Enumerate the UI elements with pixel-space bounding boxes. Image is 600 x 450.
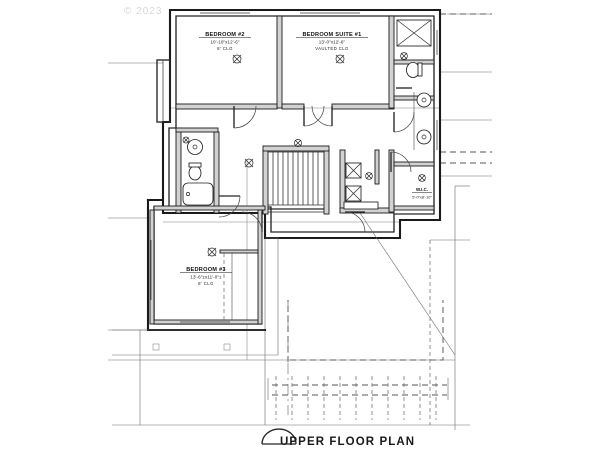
light-hall-bath [182, 136, 190, 144]
wic-name: W.I.C. [416, 187, 428, 192]
hall-bathroom-fixtures [182, 139, 214, 206]
deck-footing-hatch [267, 376, 449, 420]
light-bedroom-suite [335, 54, 345, 64]
copyright-watermark: © 2023 [124, 6, 162, 17]
stairway [267, 151, 325, 213]
light-bedroom-3 [207, 247, 217, 257]
laundry-appliances [343, 162, 379, 210]
master-bath-sink-upper [416, 92, 432, 108]
page-title: UPPER FLOOR PLAN [280, 436, 415, 448]
wic-dimensions: 5'-0"x8'-10" [412, 195, 432, 200]
label-walk-in-closet: W.I.C. 5'-0"x8'-10" [412, 187, 432, 200]
hall-bath-toilet [188, 165, 202, 181]
light-bedroom-2 [232, 54, 242, 64]
bedroom-2-dimensions: 10'-10"x12'-6" [210, 40, 239, 45]
bedroom-3-name: BEDROOM #3 [186, 267, 226, 273]
label-bedroom-2: BEDROOM #2 10'-10"x12'-6" 8' CLG [199, 32, 251, 51]
master-bath-sink-lower [416, 129, 432, 145]
light-landing [365, 172, 373, 180]
bedroom-suite-1-name: BEDROOM SUITE #1 [302, 32, 361, 38]
room-labels: BEDROOM #2 10'-10"x12'-6" 8' CLG BEDROOM… [180, 32, 432, 286]
doors [218, 105, 415, 233]
bedroom-2-name: BEDROOM #2 [205, 32, 245, 38]
bedroom-3-ceiling: 8' CLG [198, 281, 214, 286]
light-hall [244, 158, 254, 168]
windows [150, 12, 438, 323]
label-bedroom-3: BEDROOM #3 13'-6"±x11'-0"± 8' CLG [180, 267, 232, 286]
master-bathroom-fixtures [396, 19, 432, 150]
hall-bath-sink [187, 139, 203, 155]
plan-title-block: UPPER FLOOR PLAN [261, 428, 415, 448]
ceiling-fixtures [182, 52, 426, 257]
porch-roof-outline [112, 185, 470, 426]
bedroom-3-dimensions: 13'-6"±x11'-0"± [190, 275, 222, 280]
light-wic [418, 174, 426, 182]
dimension-lines [108, 13, 492, 430]
label-bedroom-suite-1: BEDROOM SUITE #1 13'-0"x12'-6" VAULTED C… [296, 32, 368, 51]
master-bath-toilet [406, 62, 420, 78]
hall-bath-tub [182, 182, 214, 206]
bedroom-2-ceiling: 8' CLG [217, 46, 233, 51]
section-arc-symbol [261, 428, 297, 445]
bedroom-suite-1-ceiling: VAULTED CLG [315, 46, 349, 51]
bedroom-suite-1-dimensions: 13'-0"x12'-6" [319, 40, 346, 45]
light-stair [294, 139, 302, 147]
light-master-bath [400, 52, 408, 60]
